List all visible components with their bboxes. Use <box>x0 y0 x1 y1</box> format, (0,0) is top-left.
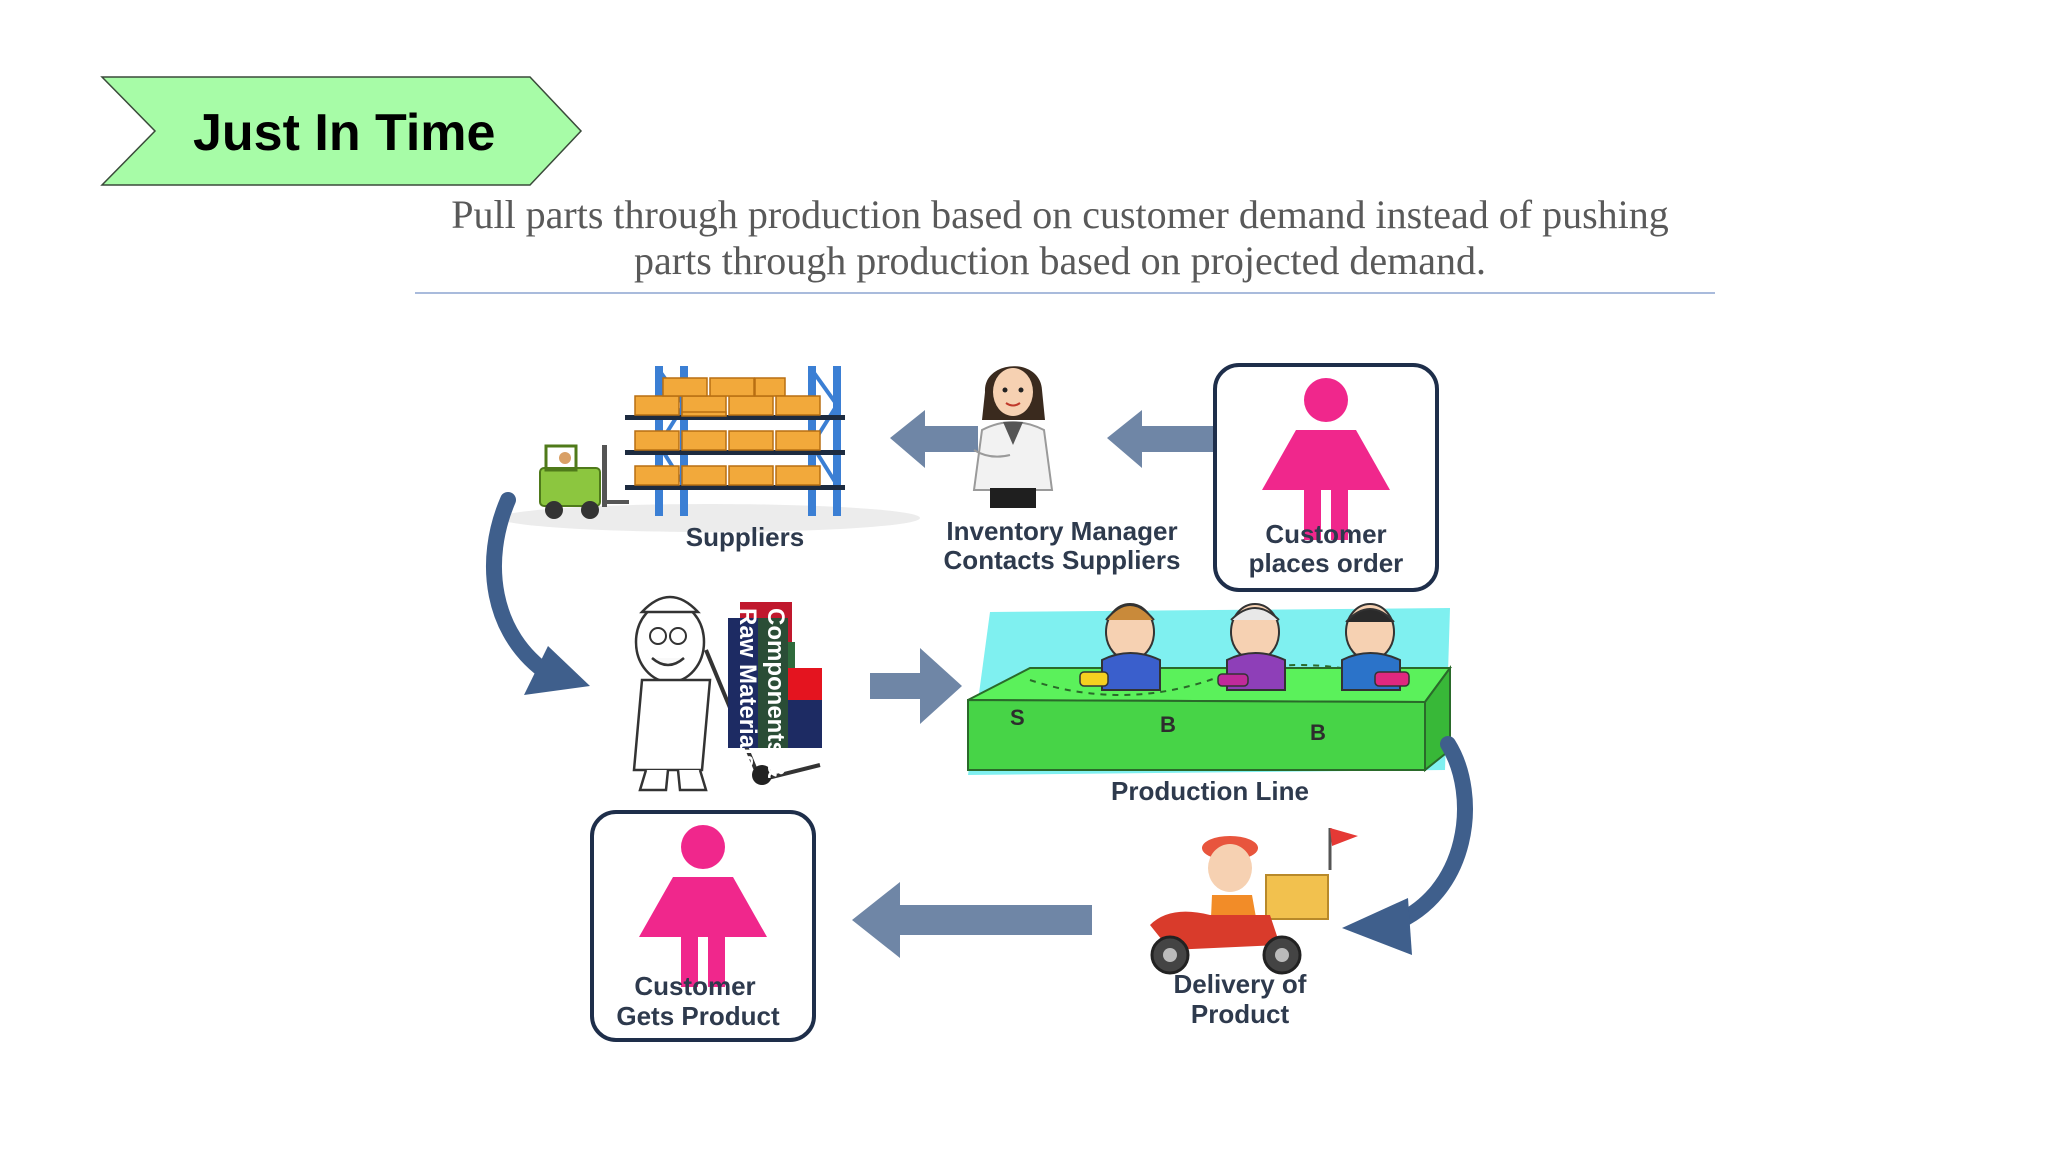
production-line-icon: S B B <box>967 603 1452 775</box>
customer-gets-label-line-2: Gets Product <box>616 1001 780 1031</box>
production-line-label: Production Line <box>1111 776 1309 806</box>
delivery-scooter-icon <box>1150 828 1358 975</box>
assembly-worker-icon <box>1217 603 1286 691</box>
materials-label-line-2: Raw Materials <box>734 608 761 768</box>
title-banner <box>100 76 583 186</box>
inventory-label-line-1: Inventory Manager <box>946 516 1177 546</box>
divider-line <box>415 292 1715 294</box>
assembly-worker-icon <box>1079 603 1161 691</box>
delivery-label-line-2: Product <box>1191 999 1290 1029</box>
forklift-icon <box>539 444 629 519</box>
inventory-manager-icon <box>972 366 1054 508</box>
customer-order-icon <box>1262 378 1390 540</box>
hand-truck-worker-icon <box>632 595 821 792</box>
stage-label-2: B <box>1160 712 1176 737</box>
slide-title: Just In Time <box>193 104 496 162</box>
delivery-label-line-1: Delivery of <box>1174 969 1307 999</box>
warehouse-icon <box>500 366 920 532</box>
curved-arrow-to-delivery <box>1382 736 1473 933</box>
arrow-to-suppliers <box>890 410 978 468</box>
materials-stack: Components & Raw Materials <box>728 602 822 779</box>
customer-order-label-line-2: places order <box>1249 548 1404 578</box>
arrow-to-customer <box>852 882 1092 958</box>
assembly-worker-icon <box>1341 603 1410 691</box>
subtitle-line-2: parts through production based on projec… <box>634 238 1486 283</box>
customer-order-label-line-1: Customer <box>1265 519 1386 549</box>
arrow-to-inventory-manager <box>1107 410 1240 468</box>
stage-label-3: B <box>1310 720 1326 745</box>
slide-subtitle: Pull parts through production based on c… <box>400 192 1720 284</box>
stage-label-1: S <box>1010 705 1025 730</box>
customer-gets-label-line-1: Customer <box>634 971 755 1001</box>
suppliers-label: Suppliers <box>686 522 804 552</box>
subtitle-line-1: Pull parts through production based on c… <box>451 192 1669 237</box>
customer-gets-icon <box>639 825 767 987</box>
arrow-to-production-line <box>870 648 962 724</box>
curved-arrow-to-materials <box>486 492 558 683</box>
jit-flow-diagram: Suppliers Inventory Manager Contacts Sup… <box>486 363 1473 1042</box>
inventory-label-line-2: Contacts Suppliers <box>944 545 1181 575</box>
materials-label-line-1: Components & <box>762 608 789 779</box>
